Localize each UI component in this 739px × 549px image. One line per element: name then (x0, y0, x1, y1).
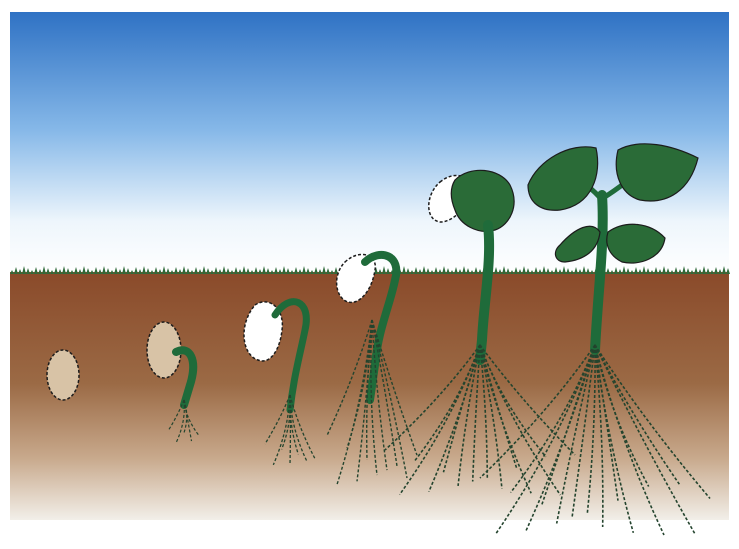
stage-1-seed (47, 350, 79, 400)
seed (47, 350, 79, 400)
